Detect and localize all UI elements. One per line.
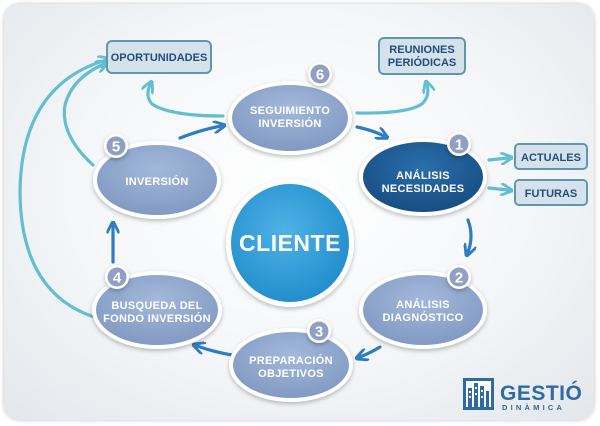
box-reuniones-label-line2: PERIÓDICAS	[388, 56, 456, 69]
step-2-label-line2: DIAGNÓSTICO	[383, 311, 464, 324]
step-1-label-line2: NECESIDADES	[382, 183, 465, 195]
arrow-1-to-2	[468, 218, 471, 252]
arrow-4-to-oportunidades	[18, 60, 106, 319]
step-3-label-line1: PREPARACIÓN	[249, 354, 333, 367]
step-3-preparacion-objetivos: PREPARACIÓN OBJETIVOS 3	[229, 319, 353, 402]
box-oportunidades: OPORTUNIDADES	[106, 40, 212, 74]
arrow-6-to-reuniones	[355, 85, 428, 115]
step-2-label-line1: ANÁLISIS	[396, 298, 450, 311]
arrow-1-to-actuales	[487, 158, 508, 160]
step-3-badge: 3	[315, 324, 323, 341]
box-actuales: ACTUALES	[514, 143, 588, 170]
step-2-analisis-diagnostico: ANÁLISIS DIAGNÓSTICO 2	[359, 265, 487, 349]
outcome-arrows	[18, 60, 508, 319]
step-2-badge: 2	[455, 270, 463, 287]
center-label: CLIENTE	[239, 230, 341, 256]
step-1-label-line1: ANÁLISIS	[396, 169, 450, 182]
arrow-5-to-oportunidades	[62, 64, 104, 167]
step-1-badge: 1	[455, 137, 463, 154]
cycle-arrows	[113, 126, 471, 357]
arrow-6-to-1	[355, 125, 384, 136]
arrow-1-to-futuras	[487, 188, 508, 190]
step-4-label-line2: FONDO INVERSIÓN	[103, 312, 211, 325]
building-icon	[463, 378, 494, 410]
logo-name: GESTIÓ	[500, 381, 582, 405]
step-6-badge: 6	[316, 67, 324, 84]
arrow-2-to-3	[360, 345, 382, 357]
box-actuales-label: ACTUALES	[521, 152, 581, 164]
step-5-label: INVERSIÓN	[125, 175, 188, 188]
box-reuniones-periodicas: REUNIONES PERIÓDICAS	[378, 37, 466, 75]
step-6-label-line1: SEGUIMIENTO	[250, 105, 330, 117]
center-node-cliente: CLIENTE	[226, 179, 354, 307]
step-3-label-line2: OBJETIVOS	[258, 368, 324, 380]
logo: GESTIÓ DINÀMICA	[463, 378, 582, 412]
step-4-label-line1: BUSQUEDA DEL	[111, 300, 202, 312]
step-4-badge: 4	[113, 270, 122, 287]
step-5-badge: 5	[112, 139, 120, 156]
box-futuras: FUTURAS	[514, 179, 588, 206]
box-futuras-label: FUTURAS	[525, 188, 578, 200]
step-6-label-line2: INVERSIÓN	[258, 117, 321, 130]
arrow-6-to-oportunidades	[148, 85, 225, 118]
box-oportunidades-label: OPORTUNIDADES	[111, 52, 208, 64]
step-6-seguimiento-inversion: SEGUIMIENTO INVERSIÓN 6	[228, 62, 352, 155]
logo-tagline: DINÀMICA	[502, 403, 565, 412]
arrow-3-to-4	[197, 346, 234, 357]
step-4-busqueda-fondo-inversion: BUSQUEDA DEL FONDO INVERSIÓN 4	[92, 265, 222, 349]
step-1-analisis-necesidades: ANÁLISIS NECESIDADES 1	[359, 132, 487, 216]
box-reuniones-label-line1: REUNIONES	[389, 44, 454, 56]
arrow-5-to-6	[178, 126, 221, 140]
step-5-inversion: INVERSIÓN 5	[93, 134, 221, 219]
